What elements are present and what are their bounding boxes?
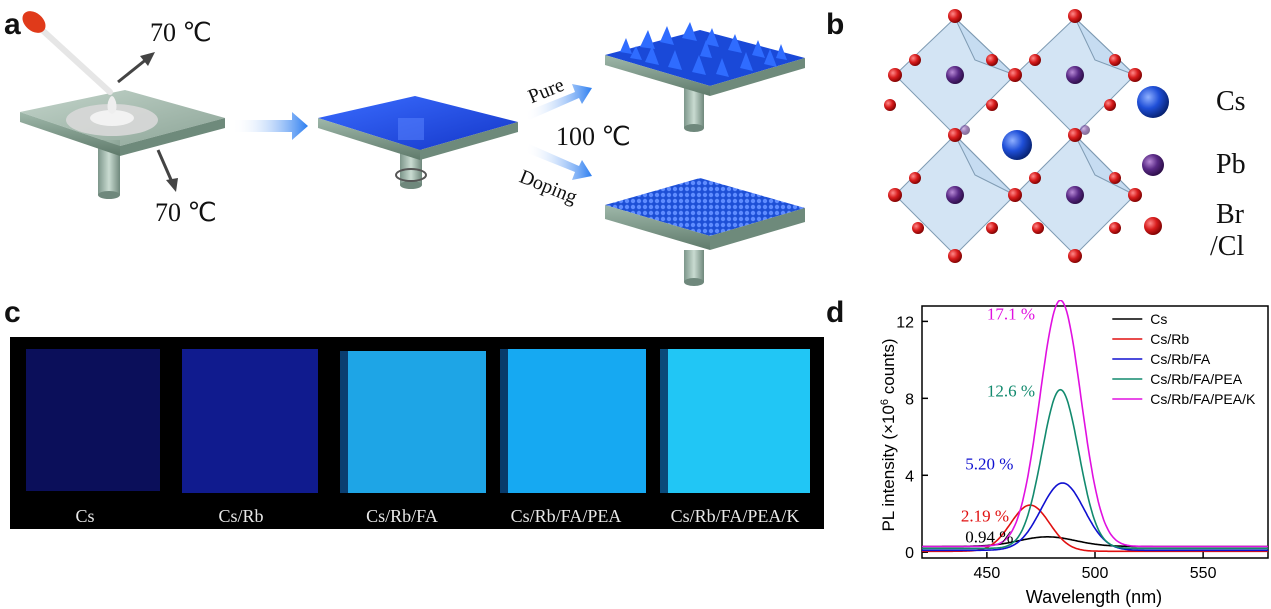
legend-entry-1: Cs/Rb	[1150, 331, 1189, 347]
film-photo-cs-rb	[182, 349, 318, 493]
x-tick-label: 550	[1190, 565, 1217, 582]
panel-c-letter: c	[4, 296, 21, 329]
legend-br-ball	[1144, 217, 1162, 235]
panel-d-letter: d	[826, 296, 845, 329]
y-tick-label: 8	[905, 391, 914, 408]
legend-label-cs: Cs	[1216, 86, 1246, 117]
film-photo-row	[10, 337, 824, 529]
film-label-cs: Cs	[75, 506, 95, 526]
pce-label-1: 2.19 %	[961, 506, 1009, 525]
legend-entry-0: Cs	[1150, 311, 1167, 327]
temp-label-bottom: 70 ℃	[155, 198, 217, 227]
film-photo-cs-rb-fa-pea-k	[660, 349, 810, 493]
pce-label-2: 5.20 %	[965, 455, 1013, 474]
x-tick-label: 450	[974, 565, 1001, 582]
pce-label-0: 0.94 %	[965, 528, 1013, 547]
pl-curve-4	[922, 300, 1268, 548]
process-arrow-pure	[525, 84, 592, 120]
temp-label-anneal: 100 ℃	[556, 122, 631, 151]
film-photo-cs-rb-fa	[340, 351, 486, 493]
legend-entry-4: Cs/Rb/FA/PEA/K	[1150, 391, 1256, 407]
panel-a-letter: a	[4, 8, 21, 41]
film-label-cs-rb-fa-pea: Cs/Rb/FA/PEA	[510, 506, 622, 526]
pl-curve-2	[922, 482, 1268, 552]
y-axis-label: PL intensity (×106 counts)	[879, 338, 898, 531]
temp-label-top: 70 ℃	[150, 18, 212, 47]
substrate-spin-coat	[20, 90, 225, 199]
legend-label-br: Br	[1216, 199, 1244, 230]
y-tick-label: 4	[905, 468, 914, 485]
legend-cs-ball	[1137, 86, 1169, 118]
substrate-pure-rough-film	[605, 22, 805, 132]
film-photo-cs	[26, 349, 160, 491]
legend-label-pb: Pb	[1216, 149, 1246, 180]
film-label-cs-rb: Cs/Rb	[218, 506, 264, 526]
process-arrow-1	[232, 112, 308, 140]
y-tick-label: 12	[896, 314, 914, 331]
x-axis-label: Wavelength (nm)	[1026, 587, 1162, 607]
film-label-cs-rb-fa: Cs/Rb/FA	[366, 506, 438, 526]
pce-label-4: 17.1 %	[987, 304, 1035, 323]
pce-label-3: 12.6 %	[987, 381, 1035, 400]
panel-b-letter: b	[826, 8, 845, 41]
legend-entry-3: Cs/Rb/FA/PEA	[1150, 371, 1242, 387]
legend-entry-2: Cs/Rb/FA	[1150, 351, 1211, 367]
legend-label-cl: /Cl	[1210, 231, 1245, 262]
substrate-blue-film	[318, 96, 518, 189]
x-tick-label: 500	[1082, 565, 1109, 582]
film-label-cs-rb-fa-pea-k: Cs/Rb/FA/PEA/K	[670, 506, 800, 526]
pipette-icon	[22, 11, 113, 95]
crystal-structure	[884, 9, 1169, 263]
legend-pb-ball	[1142, 154, 1164, 176]
process-arrow-doping	[525, 144, 592, 180]
pl-spectrum-chart: 450 500 550 0 4 8 12 0.94 % 2.19 % 5.20 % 12.6 % 1…	[879, 300, 1269, 607]
substrate-doped-film	[605, 178, 805, 286]
heat-arrow-down	[156, 149, 178, 192]
film-photo-cs-rb-fa-pea	[500, 349, 646, 493]
heat-arrow-up	[117, 52, 155, 84]
pl-curve-3	[922, 388, 1268, 550]
y-tick-label: 0	[905, 545, 914, 562]
panel-a-schematic	[20, 11, 805, 286]
